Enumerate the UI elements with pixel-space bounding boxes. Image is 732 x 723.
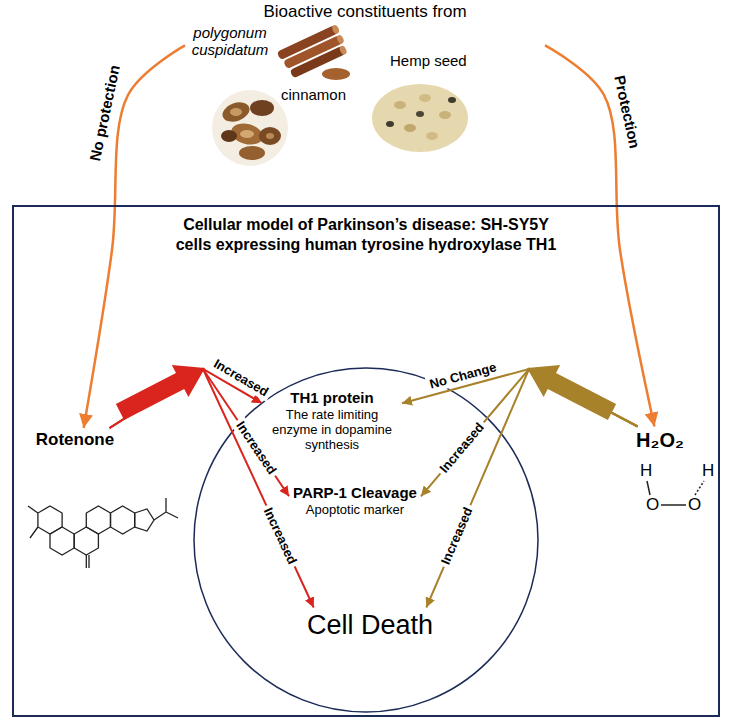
root-slice bbox=[259, 127, 281, 145]
photo-ground bbox=[212, 90, 288, 166]
dark-seed bbox=[448, 97, 456, 103]
bond-line bbox=[647, 481, 650, 495]
atom-symbol: H bbox=[640, 462, 652, 480]
slice-core bbox=[266, 133, 274, 139]
slice-core bbox=[240, 130, 254, 138]
stick-end bbox=[339, 45, 348, 56]
bond-line bbox=[661, 504, 686, 506]
bond-line bbox=[695, 481, 704, 495]
hexagon-ring bbox=[111, 506, 135, 534]
protection-arrow bbox=[545, 45, 654, 426]
connector-group bbox=[84, 45, 655, 607]
node-note: Apoptotic marker bbox=[293, 502, 417, 517]
dark-seed bbox=[386, 121, 394, 127]
polygonum-photo bbox=[212, 90, 288, 166]
hemp-seed-photo bbox=[372, 84, 468, 152]
edge-label: Increased bbox=[437, 502, 478, 570]
protection-arrow bbox=[84, 45, 185, 428]
toxin-name: Rotenone bbox=[36, 430, 114, 450]
photo-ground bbox=[372, 84, 468, 152]
source-name: polygonum cuspidatum bbox=[190, 24, 270, 58]
furan-ring bbox=[135, 509, 154, 531]
seed bbox=[439, 111, 451, 119]
outcome-node: Cell Death bbox=[303, 608, 437, 643]
frame-heading: Cellular model of Parkinson’s disease: S… bbox=[126, 215, 606, 255]
toxin-label: Rotenone bbox=[32, 428, 118, 452]
marker-node: PARP-1 CleavageApoptotic marker bbox=[289, 482, 421, 519]
bond-lines bbox=[28, 498, 178, 568]
effect-arrow bbox=[421, 369, 638, 496]
root-slice bbox=[220, 99, 252, 125]
effect-arrow bbox=[110, 369, 314, 608]
stick-end bbox=[331, 24, 340, 35]
seed bbox=[426, 132, 438, 140]
marker-node: TH1 proteinThe rate limiting enzyme in d… bbox=[262, 387, 402, 454]
seed bbox=[394, 101, 406, 109]
node-heading: TH1 protein bbox=[266, 389, 398, 407]
edge-label: No protection bbox=[86, 61, 123, 166]
slice-core bbox=[230, 108, 242, 116]
root-slice bbox=[239, 146, 265, 160]
model-frame: Cellular model of Parkinson’s disease: S… bbox=[12, 205, 720, 717]
toxin-arrow bbox=[116, 365, 205, 420]
rotenone-structure bbox=[28, 498, 178, 568]
seed bbox=[419, 94, 431, 102]
hexagon-ring bbox=[86, 506, 110, 534]
cinnamon-photo bbox=[277, 24, 350, 80]
hexagon-ring bbox=[50, 527, 74, 555]
source-group: Bioactive constituents frompolygonum cus… bbox=[185, 0, 545, 168]
toxin-name: H₂O₂ bbox=[636, 429, 684, 452]
root-slice bbox=[221, 130, 237, 142]
source-name: cinnamon bbox=[281, 86, 346, 103]
edge-label: Increased bbox=[434, 417, 489, 478]
seed bbox=[404, 124, 416, 132]
atom-symbol: O bbox=[688, 496, 701, 514]
atom-symbol: H bbox=[702, 462, 714, 480]
atom-symbol: O bbox=[646, 496, 659, 514]
source-name: Hemp seed bbox=[390, 52, 467, 69]
node-heading: Cell Death bbox=[307, 610, 433, 641]
cinnamon-powder bbox=[322, 68, 350, 80]
node-note: The rate limiting enzyme in dopamine syn… bbox=[266, 407, 398, 452]
stick-end bbox=[336, 34, 345, 45]
toxin-label: H₂O₂ bbox=[632, 427, 688, 454]
dark-seed bbox=[416, 111, 424, 117]
node-heading: PARP-1 Cleavage bbox=[293, 484, 417, 502]
edge-label: Increased bbox=[259, 502, 302, 569]
group-title: Bioactive constituents from bbox=[185, 2, 545, 22]
root-slice bbox=[250, 100, 274, 116]
effect-arrow bbox=[426, 369, 637, 608]
